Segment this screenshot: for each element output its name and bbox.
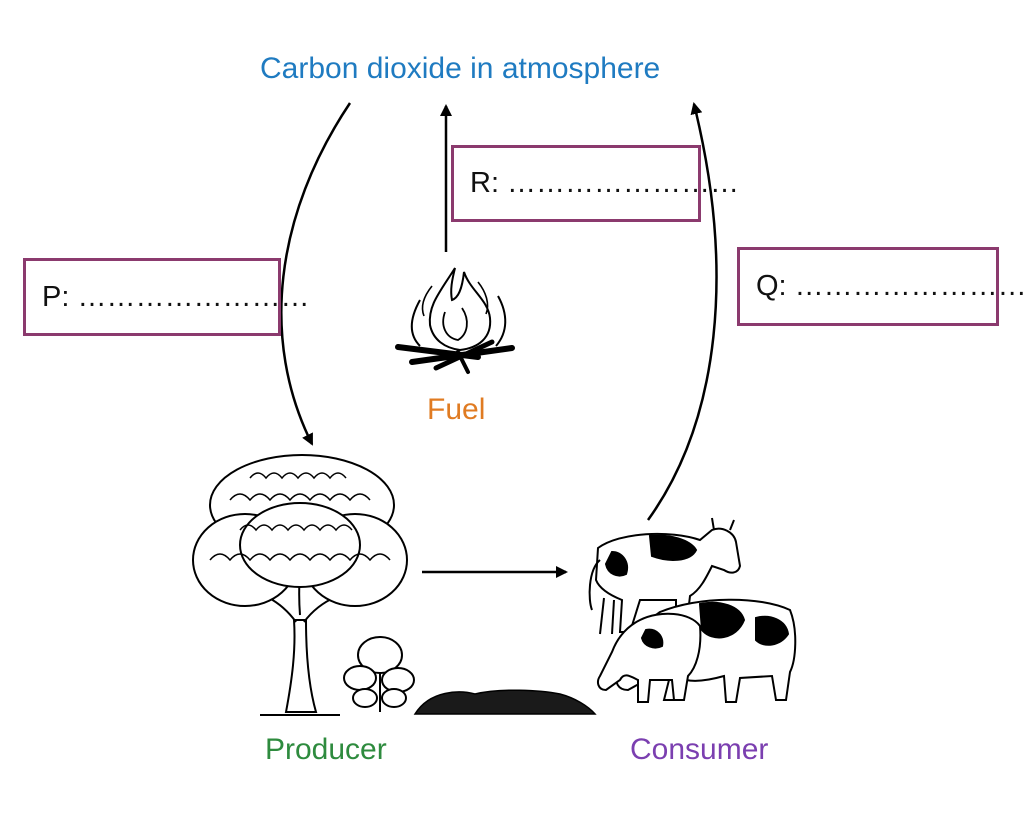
answer-box-r[interactable]: R: …………………… (451, 145, 739, 222)
campfire-icon (395, 267, 515, 374)
arrow-respiration (646, 102, 718, 521)
consumer-label: Consumer (630, 733, 769, 766)
tree-icon (192, 454, 408, 716)
atmosphere-co2-label: Carbon dioxide in atmosphere (260, 52, 661, 85)
cow-grazing-back-icon (597, 612, 702, 703)
answer-box-p[interactable]: P: …………………… (23, 258, 309, 336)
answer-box-q[interactable]: Q: ……………………. (737, 247, 1024, 326)
producer-label: Producer (265, 733, 387, 766)
fuel-label: Fuel (427, 393, 486, 426)
arrow-photosynthesis (280, 102, 352, 446)
cow-standing-icon (588, 517, 742, 635)
grass-icon (413, 689, 597, 715)
shrub-icon (343, 636, 415, 712)
